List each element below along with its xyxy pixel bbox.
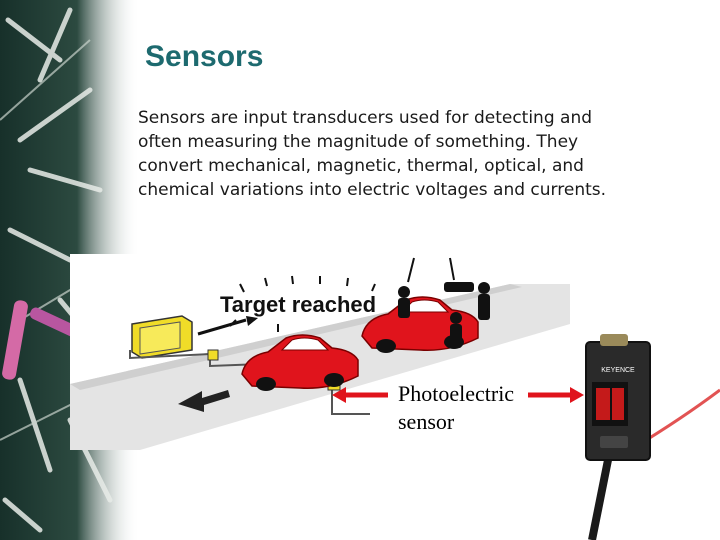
photoelectric-sensor-device: KEYENCE (585, 334, 720, 540)
right-pointer-arrow (528, 387, 584, 403)
car-front (241, 334, 359, 391)
caption-line-2: sensor (398, 409, 455, 434)
sensor-illustration: Target reached (70, 254, 570, 450)
left-pointer-arrow (332, 387, 388, 403)
slide-body-text: Sensors are input transducers used for d… (138, 108, 607, 200)
controller-box (131, 315, 193, 359)
direction-arrow (178, 390, 230, 412)
photoelectric-sensor-caption: Photoelectric sensor (396, 380, 517, 436)
device-brand: KEYENCE (601, 367, 635, 374)
slide-title: Sensors (145, 40, 264, 73)
workers (398, 257, 490, 348)
target-reached-label: Target reached (220, 292, 376, 317)
caption-line-1: Photoelectric (398, 381, 515, 406)
